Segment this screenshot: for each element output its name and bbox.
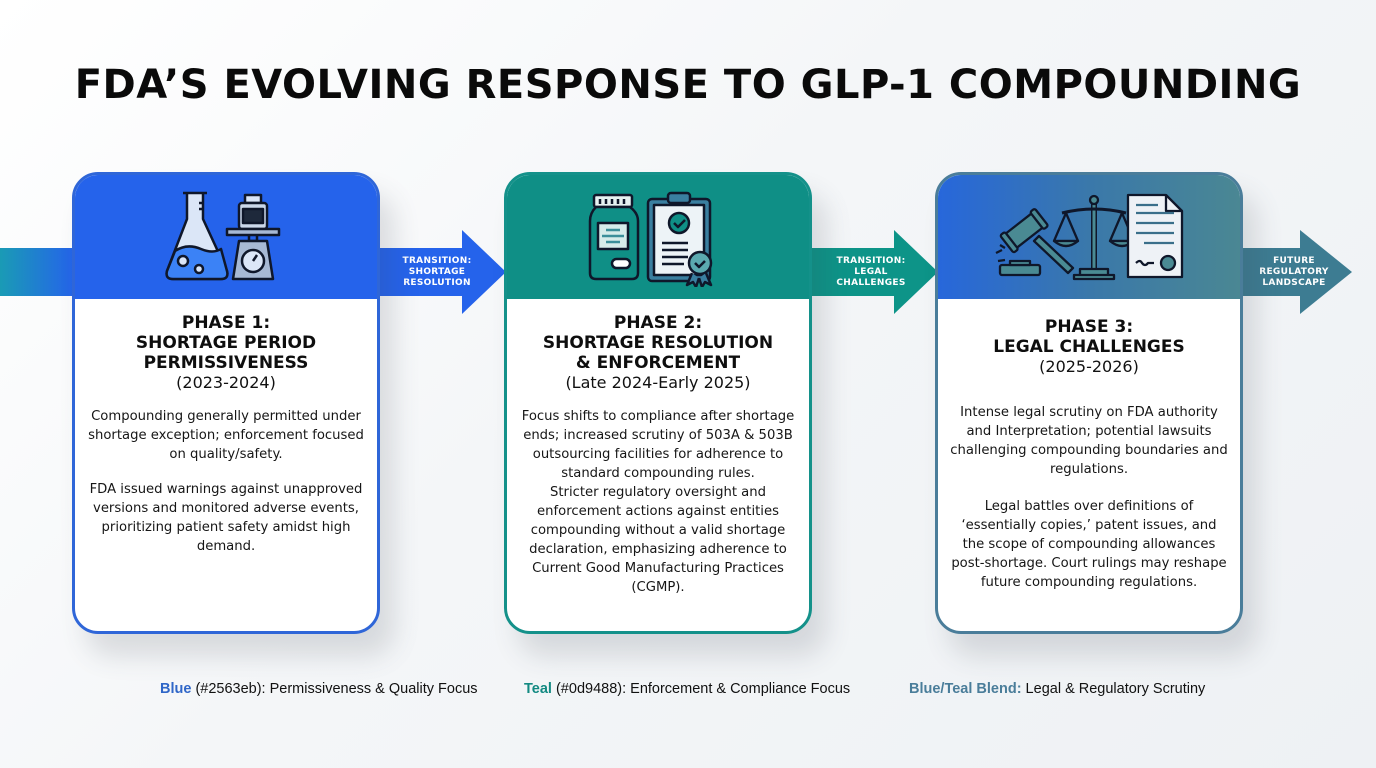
phase-detail: Legal battles over definitions of ‘essen… bbox=[951, 499, 1227, 590]
phase-card-header bbox=[507, 175, 809, 299]
legend-detail: Legal & Regulatory Scrutiny bbox=[1021, 681, 1206, 697]
phase-card-header bbox=[75, 175, 377, 299]
arrow-right-icon bbox=[462, 230, 506, 314]
phase-detail: FDA issued warnings against unapproved v… bbox=[89, 482, 363, 554]
phase-title: PHASE 1: SHORTAGE PERIOD PERMISSIVENESS bbox=[135, 313, 317, 373]
phase-title: PHASE 2: SHORTAGE RESOLUTION & ENFORCEME… bbox=[542, 313, 774, 373]
pill-bottle-and-checklist-icon bbox=[588, 187, 728, 287]
phase-card-body: PHASE 2: SHORTAGE RESOLUTION & ENFORCEME… bbox=[507, 299, 809, 597]
arrow-right-icon bbox=[1300, 230, 1352, 314]
gavel-scales-document-icon bbox=[994, 191, 1184, 283]
flask-and-scale-icon bbox=[161, 187, 291, 287]
transition-label-future-landscape: FUTURE REGULATORY LANDSCAPE bbox=[1259, 256, 1329, 288]
flow-band-transition-2 bbox=[810, 248, 900, 296]
phase-description: Intense legal scrutiny on FDA authority … bbox=[950, 405, 1228, 477]
flow-band-transition-1 bbox=[378, 248, 468, 296]
phase-card-body: PHASE 1: SHORTAGE PERIOD PERMISSIVENESS … bbox=[75, 299, 377, 556]
phase-card-header bbox=[938, 175, 1240, 299]
phase-detail: Stricter regulatory oversight and enforc… bbox=[529, 485, 787, 595]
phase-title: PHASE 3: LEGAL CHALLENGES bbox=[993, 317, 1185, 357]
phase-dates: (2025-2026) bbox=[1039, 357, 1139, 376]
flow-band-start bbox=[0, 248, 75, 296]
legend-detail: (#2563eb): Permissiveness & Quality Focu… bbox=[191, 681, 478, 697]
phase-card-body: PHASE 3: LEGAL CHALLENGES (2025-2026) In… bbox=[938, 299, 1240, 592]
legend-detail: (#0d9488): Enforcement & Compliance Focu… bbox=[551, 681, 851, 697]
transition-label-legal-challenges: TRANSITION: LEGAL CHALLENGES bbox=[836, 256, 906, 288]
phase-description: Focus shifts to compliance after shortag… bbox=[521, 409, 795, 481]
phase-dates: (Late 2024-Early 2025) bbox=[565, 373, 751, 392]
transition-label-shortage-resolution: TRANSITION: SHORTAGE RESOLUTION bbox=[402, 256, 472, 288]
legend-item-teal: Teal (#0d9488): Enforcement & Compliance… bbox=[524, 681, 850, 697]
legend-key: Blue bbox=[160, 681, 192, 697]
phase-card-3: PHASE 3: LEGAL CHALLENGES (2025-2026) In… bbox=[935, 172, 1243, 634]
page-title: FDA’S EVOLVING RESPONSE TO GLP-1 COMPOUN… bbox=[74, 62, 1302, 108]
legend-key: Blue/Teal Blend: bbox=[909, 681, 1022, 697]
phase-card-2: PHASE 2: SHORTAGE RESOLUTION & ENFORCEME… bbox=[504, 172, 812, 634]
phase-card-1: PHASE 1: SHORTAGE PERIOD PERMISSIVENESS … bbox=[72, 172, 380, 634]
legend-key: Teal bbox=[524, 681, 552, 697]
flow-band-future bbox=[1242, 248, 1304, 296]
phase-description: Compounding generally permitted under sh… bbox=[88, 409, 364, 462]
phase-dates: (2023-2024) bbox=[176, 373, 276, 392]
arrow-right-icon bbox=[894, 230, 938, 314]
legend-item-blend: Blue/Teal Blend: Legal & Regulatory Scru… bbox=[909, 681, 1205, 697]
legend-item-blue: Blue (#2563eb): Permissiveness & Quality… bbox=[160, 681, 478, 697]
